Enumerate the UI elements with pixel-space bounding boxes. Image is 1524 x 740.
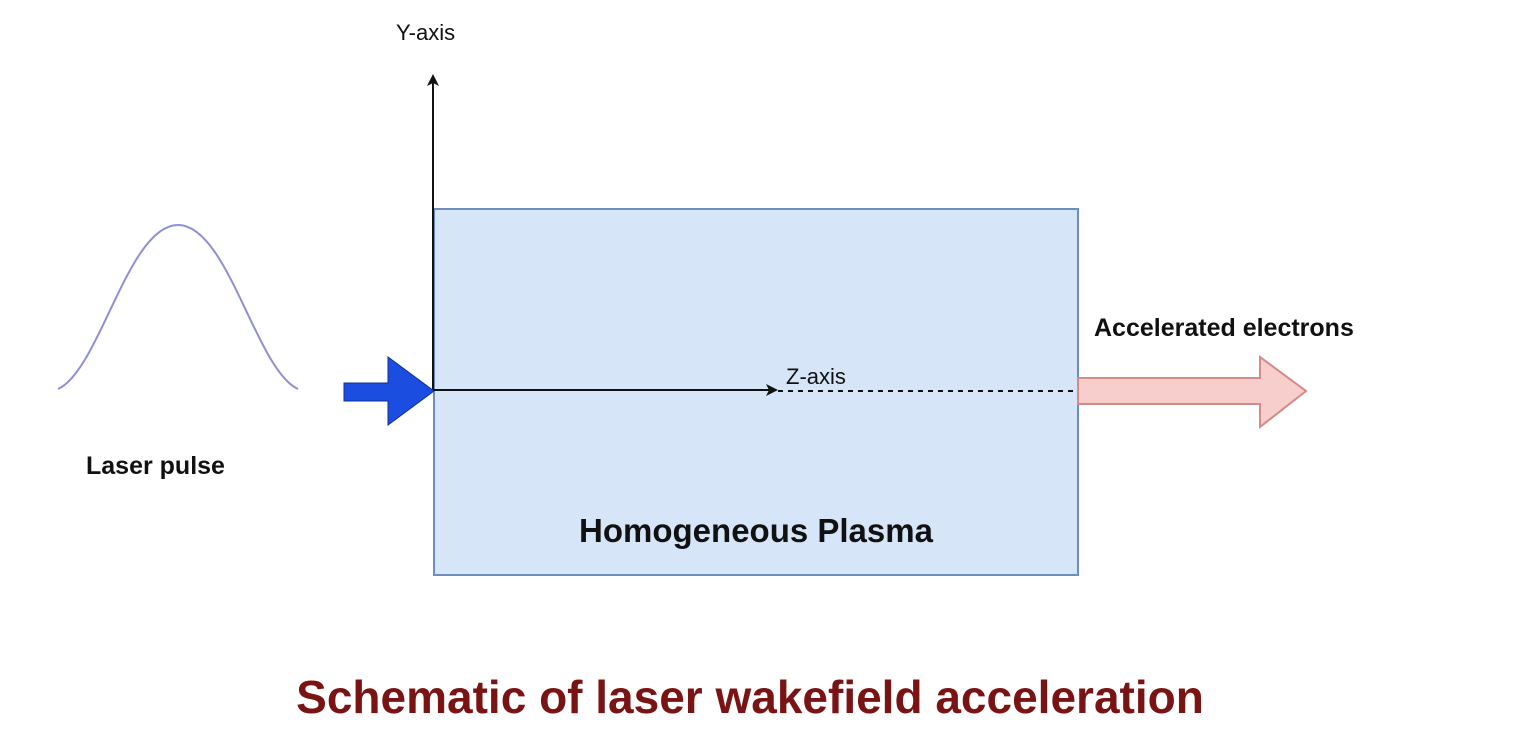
y-axis-label: Y-axis [396, 20, 456, 45]
accelerated-electrons-label: Accelerated electrons [1094, 314, 1354, 342]
electron-arrow [1077, 355, 1308, 430]
laser-pulse-curve [57, 223, 299, 390]
laser-pulse-label: Laser pulse [86, 452, 225, 480]
diagram-caption: Schematic of laser wakefield acceleratio… [296, 671, 1204, 723]
plasma-label: Homogeneous Plasma [579, 512, 933, 549]
laser-arrow [343, 356, 435, 426]
z-axis-label: Z-axis [786, 364, 846, 389]
